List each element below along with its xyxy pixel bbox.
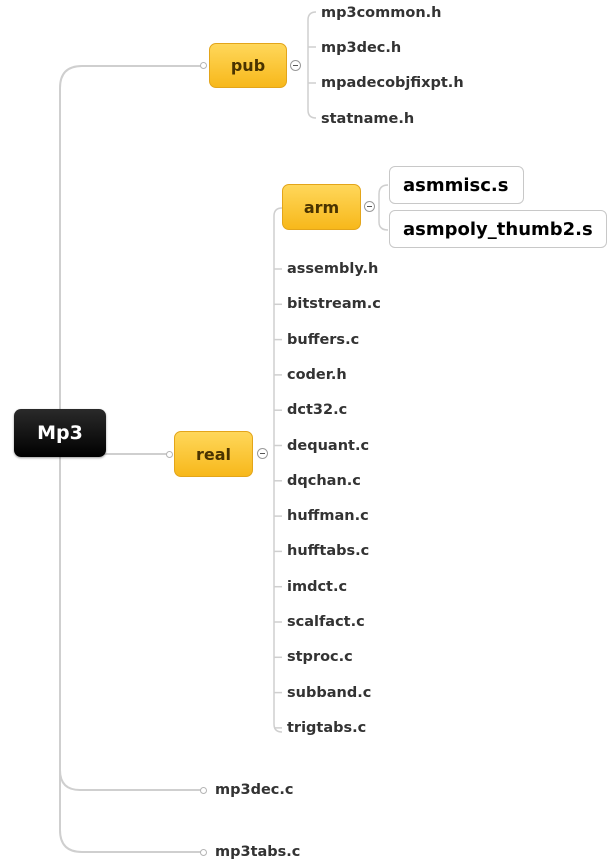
real-file-item[interactable]: dequant.c: [287, 437, 370, 454]
root-file-mp3dec-c[interactable]: mp3dec.c: [215, 782, 294, 798]
folder-node-pub[interactable]: pub: [209, 43, 287, 88]
real-file-item[interactable]: hufftabs.c: [287, 543, 370, 560]
real-file-item[interactable]: buffers.c: [287, 331, 360, 348]
pub-file-2[interactable]: mp3dec.h: [321, 40, 402, 56]
pub-file-1[interactable]: mp3common.h: [321, 5, 442, 21]
real-collapse-icon[interactable]: [257, 448, 268, 459]
real-file-item[interactable]: scalfact.c: [287, 614, 365, 630]
arm-bracket: [378, 184, 389, 231]
real-file-item[interactable]: huffman.c: [287, 508, 369, 525]
trunk-line: [59, 65, 203, 410]
real-connector-dot: [166, 451, 173, 458]
real-file-item[interactable]: assembly.h: [287, 261, 379, 277]
real-file-item[interactable]: bitstream.c: [287, 296, 381, 313]
branch-mp3dec-c: [59, 769, 203, 791]
arm-collapse-icon[interactable]: [364, 201, 375, 212]
mp3tabs-c-connector-dot: [200, 849, 207, 856]
mp3dec-c-connector-dot: [200, 787, 207, 794]
folder-node-real[interactable]: real: [174, 431, 253, 477]
pub-connector-dot: [200, 62, 207, 69]
root-file-mp3tabs-c[interactable]: mp3tabs.c: [215, 844, 301, 860]
real-file-item[interactable]: imdct.c: [287, 578, 348, 595]
arm-file-asmpoly[interactable]: asmpoly_thumb2.s: [389, 210, 607, 248]
real-bracket: [273, 207, 283, 733]
arm-file-asmmisc[interactable]: asmmisc.s: [389, 166, 524, 204]
pub-file-3[interactable]: mpadecobjfixpt.h: [321, 75, 464, 91]
trunk-line-lower: [59, 456, 203, 853]
root-node-mp3[interactable]: Mp3: [14, 409, 106, 457]
pub-collapse-icon[interactable]: [290, 60, 301, 71]
real-file-item[interactable]: coder.h: [287, 366, 347, 383]
real-file-item[interactable]: trigtabs.c: [287, 719, 367, 736]
pub-file-4[interactable]: statname.h: [321, 111, 415, 127]
pub-bracket: [307, 11, 317, 119]
real-file-item[interactable]: stproc.c: [287, 649, 353, 666]
real-file-item[interactable]: dct32.c: [287, 402, 348, 419]
real-file-item[interactable]: dqchan.c: [287, 472, 361, 489]
folder-node-arm[interactable]: arm: [282, 184, 361, 230]
real-file-item[interactable]: subband.c: [287, 684, 372, 701]
